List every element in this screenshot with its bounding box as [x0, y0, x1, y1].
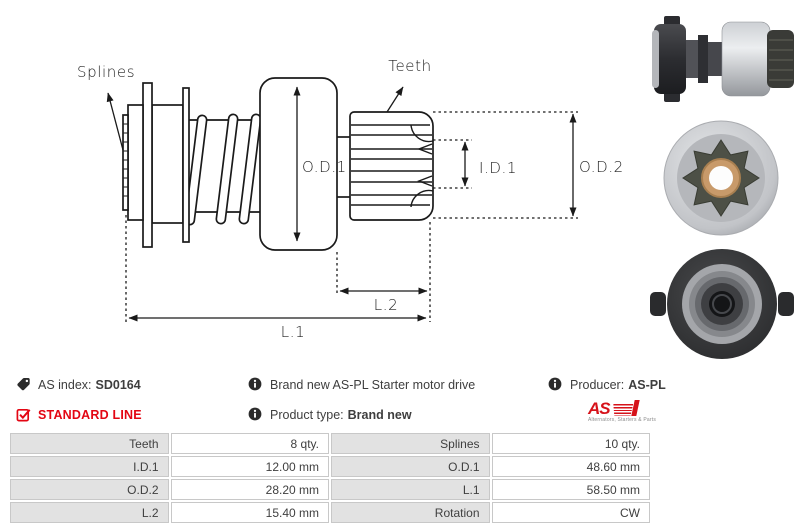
description-row: Brand new AS-PL Starter motor drive: [248, 372, 475, 397]
splines-leader-arrow: [106, 92, 124, 151]
spline-shaft: [122, 114, 129, 211]
aspl-logo-stripes-icon: [610, 404, 633, 416]
starter-drive-diagram: Splines Teeth O.D.1 I.D.1 O.D.2 L.2 L.1: [77, 57, 624, 341]
label-l2: L.2: [374, 296, 398, 314]
spec-label-cell: L.2: [10, 502, 169, 523]
flange-rear: [182, 87, 190, 243]
pinion-gear: [349, 111, 434, 221]
teeth-leader-arrow: [386, 86, 404, 113]
label-l1: L.1: [281, 323, 305, 341]
info-column-producer: Producer: AS-PL AS Alternators, Starters…: [548, 367, 666, 423]
label-teeth: Teeth: [388, 57, 431, 75]
as-index-value: SD0164: [95, 377, 141, 392]
spec-value-cell: 58.50 mm: [491, 479, 650, 500]
aspl-logo-bar-icon: [630, 400, 640, 416]
photo-side-view: [652, 16, 794, 102]
spec-label-cell: Splines: [331, 433, 490, 454]
spec-value-cell: 8 qty.: [170, 433, 329, 454]
tag-icon: [16, 377, 31, 392]
product-info-bar: AS index: SD0164 STANDARD LINE Brand new: [0, 367, 800, 429]
spec-label-cell: O.D.1: [331, 456, 490, 477]
spec-label-cell: L.1: [331, 479, 490, 500]
producer-value: AS-PL: [628, 377, 666, 392]
product-type-row: Product type: Brand new: [248, 402, 475, 427]
spec-value-cell: 10 qty.: [491, 433, 650, 454]
info-column-index: AS index: SD0164 STANDARD LINE: [16, 367, 142, 427]
table-row: O.D.2 28.20 mm L.1 58.50 mm: [10, 479, 650, 500]
product-type-value: Brand new: [347, 407, 412, 422]
spec-label-cell: I.D.1: [10, 456, 169, 477]
as-index-row: AS index: SD0164: [16, 372, 142, 397]
spec-label-cell: Rotation: [331, 502, 490, 523]
producer-row: Producer: AS-PL: [548, 372, 666, 397]
spec-value-cell: 15.40 mm: [170, 502, 329, 523]
technical-diagram: Splines Teeth O.D.1 I.D.1 O.D.2 L.2 L.1: [77, 57, 624, 341]
drive-side-profile: [122, 77, 434, 251]
aspl-logo: AS Alternators, Starters & Parts: [588, 399, 658, 423]
product-type-label: Product type:: [270, 407, 344, 422]
photo-back-view: [650, 249, 794, 359]
info-circle-icon: [248, 377, 263, 392]
product-description: Brand new AS-PL Starter motor drive: [270, 377, 476, 392]
table-row: Teeth 8 qty. Splines 10 qty.: [10, 433, 650, 454]
table-row: L.2 15.40 mm Rotation CW: [10, 502, 650, 523]
info-circle-icon: [248, 407, 263, 422]
label-id1: I.D.1: [479, 159, 517, 177]
aspl-logo-text: AS: [588, 399, 611, 418]
label-od1: O.D.1: [302, 158, 347, 176]
aspl-logo-mark: AS: [588, 399, 658, 418]
info-circle-icon: [548, 377, 563, 392]
spec-table: Teeth 8 qty. Splines 10 qty. I.D.1 12.00…: [8, 431, 652, 525]
as-index-label: AS index:: [38, 377, 92, 392]
spline-collar: [127, 104, 144, 221]
table-row: I.D.1 12.00 mm O.D.1 48.60 mm: [10, 456, 650, 477]
flange-front: [142, 82, 153, 248]
spec-value-cell: 28.20 mm: [170, 479, 329, 500]
spec-value-cell: 48.60 mm: [491, 456, 650, 477]
standard-line-row: STANDARD LINE: [16, 402, 142, 427]
extension-lines: [125, 111, 578, 322]
aspl-logo-subtext: Alternators, Starters & Parts: [588, 417, 657, 423]
spec-value-cell: 12.00 mm: [170, 456, 329, 477]
label-od2: O.D.2: [579, 158, 624, 176]
producer-label: Producer:: [570, 377, 625, 392]
spec-label-cell: Teeth: [10, 433, 169, 454]
photo-front-view: [663, 120, 779, 236]
checkbox-check-icon: [16, 407, 31, 422]
spec-value-cell: CW: [491, 502, 650, 523]
standard-line-label: STANDARD LINE: [38, 407, 142, 422]
info-column-description: Brand new AS-PL Starter motor drive Prod…: [248, 367, 475, 427]
product-photos: [646, 0, 798, 366]
spec-label-cell: O.D.2: [10, 479, 169, 500]
label-splines: Splines: [77, 63, 135, 81]
